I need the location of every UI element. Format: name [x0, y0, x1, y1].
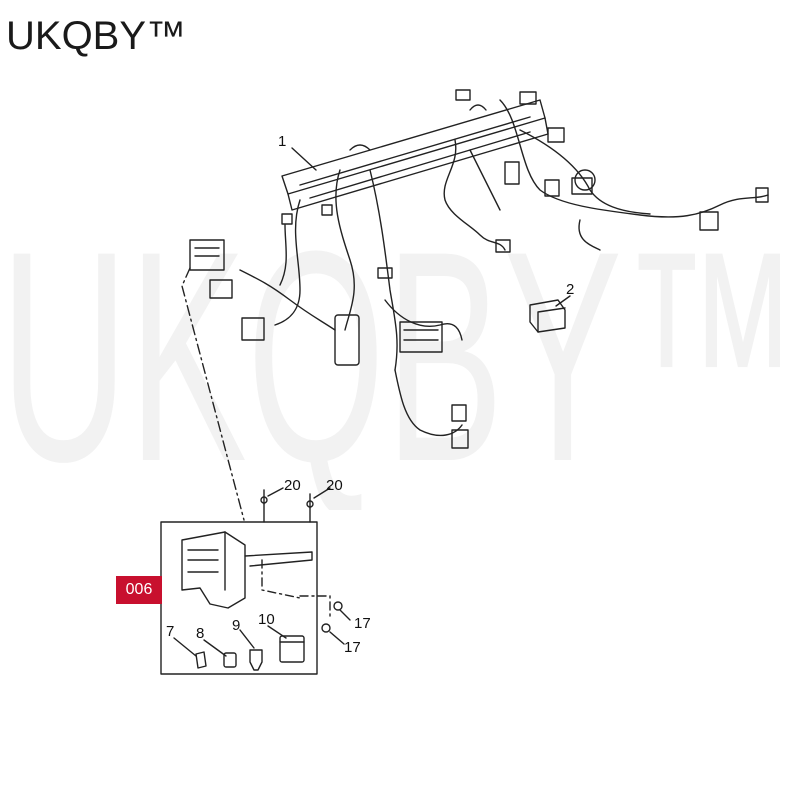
callout-17-lower: 17 — [344, 639, 361, 656]
callout-2: 2 — [566, 281, 574, 298]
nut-17-lower — [321, 623, 331, 633]
connector-item-2 — [529, 299, 566, 333]
highlight-badge: 006 — [116, 576, 162, 604]
fuse-block — [181, 531, 331, 617]
brand-logo: UKQBY™ — [6, 14, 187, 58]
callout-20-left: 20 — [284, 477, 301, 494]
callout-8: 8 — [196, 625, 204, 642]
bolt-20-left — [260, 489, 268, 505]
callout-leaders — [173, 147, 571, 657]
left-harness — [189, 199, 336, 341]
part-10-relay — [279, 635, 305, 663]
nut-17-upper — [333, 601, 343, 611]
callout-7: 7 — [166, 623, 174, 640]
bolt-20-right — [306, 493, 314, 509]
detail-box — [160, 521, 318, 675]
part-8-mini-fuse — [223, 652, 237, 668]
callout-10: 10 — [258, 611, 275, 628]
right-harness — [443, 89, 769, 253]
callout-9: 9 — [232, 617, 240, 634]
part-9-fuse — [249, 649, 263, 671]
part-7-clip — [195, 651, 207, 669]
center-harness — [321, 169, 469, 449]
harness-carrier — [281, 99, 549, 211]
leader-line — [181, 267, 245, 521]
callout-1: 1 — [278, 133, 286, 150]
callout-17-upper: 17 — [354, 615, 371, 632]
callout-20-right: 20 — [326, 477, 343, 494]
